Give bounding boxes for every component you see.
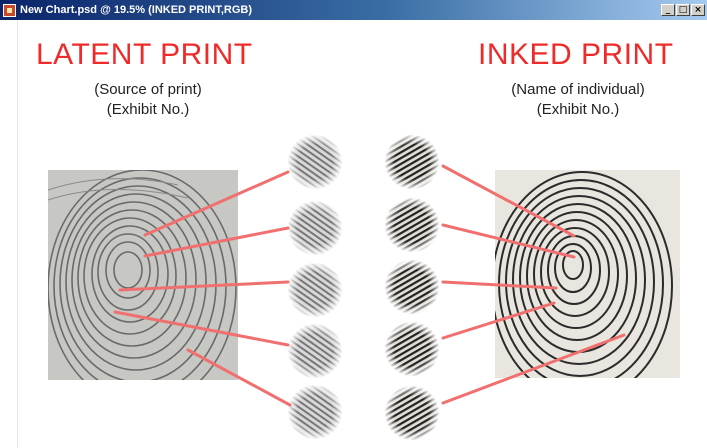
inked-detail-3 [384,259,440,315]
latent-detail-1 [287,134,343,190]
minimize-button[interactable]: _ [661,4,675,16]
latent-detail-2 [287,200,343,256]
close-button[interactable]: × [691,4,705,16]
maximize-button[interactable]: □ [676,4,690,16]
photoshop-document-icon[interactable] [3,4,16,17]
latent-detail-column [287,134,343,440]
latent-detail-4 [287,323,343,379]
window-title: New Chart.psd @ 19.5% (INKED PRINT,RGB) [20,4,661,16]
inked-detail-5 [384,385,440,441]
window-titlebar[interactable]: New Chart.psd @ 19.5% (INKED PRINT,RGB) … [0,0,707,20]
latent-detail-3 [287,262,343,318]
left-margin [0,20,18,448]
window-controls: _ □ × [661,4,705,16]
document-canvas[interactable]: LATENT PRINT (Source of print) (Exhibit … [18,20,707,448]
inked-detail-4 [384,321,440,377]
inked-detail-column [384,134,440,441]
inked-detail-2 [384,197,440,253]
latent-detail-5 [287,384,343,440]
comparison-chart [18,20,707,448]
inked-detail-1 [384,134,440,190]
